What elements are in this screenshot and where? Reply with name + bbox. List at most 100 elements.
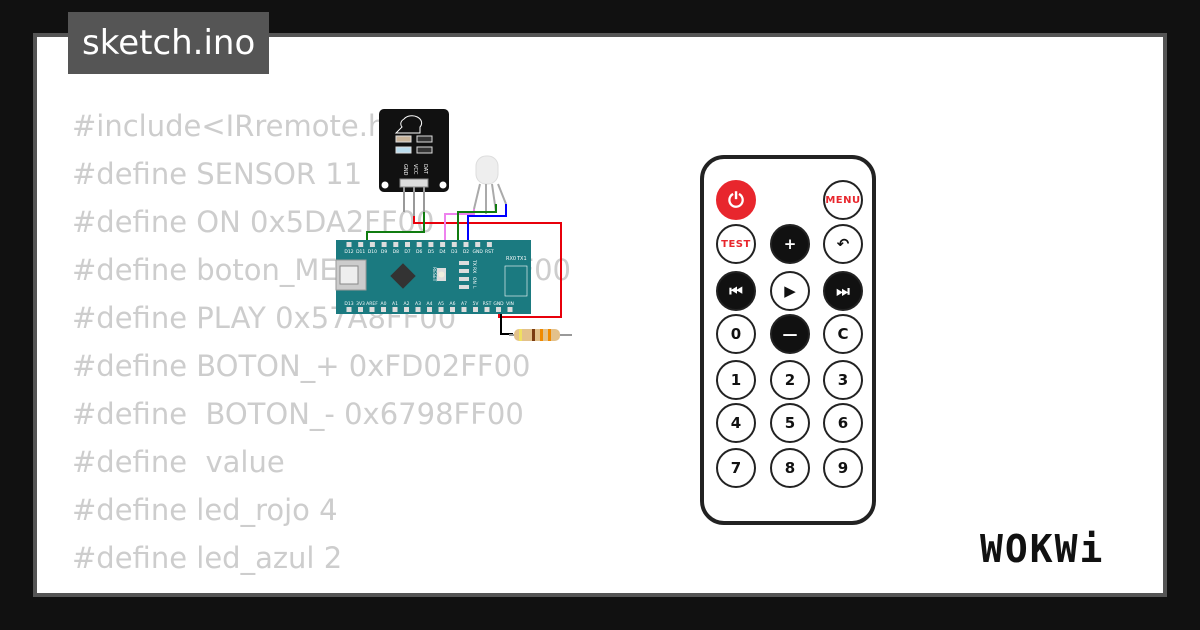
pin-label: D2 <box>463 249 469 255</box>
pin-label: A2 <box>404 301 410 307</box>
remote-button-4[interactable]: 4 <box>716 403 756 443</box>
pin[interactable] <box>475 242 481 247</box>
button-label: — <box>782 325 798 343</box>
label-tx1: TX1 <box>516 256 527 262</box>
pin[interactable] <box>461 307 467 312</box>
remote-button-9[interactable]: 9 <box>823 448 863 488</box>
pin-label: RST <box>483 301 492 307</box>
pin[interactable] <box>427 307 432 312</box>
button-label: 8 <box>784 459 796 477</box>
resistor[interactable] <box>509 329 572 341</box>
button-label: 7 <box>730 459 742 477</box>
remote-button-menu[interactable]: MENU <box>823 180 863 220</box>
pin[interactable] <box>346 242 352 247</box>
button-label: 4 <box>730 414 742 432</box>
button-label: 0 <box>730 325 742 343</box>
remote-button-play[interactable]: ▶ <box>770 271 810 311</box>
pin[interactable] <box>404 307 409 312</box>
pin[interactable] <box>463 242 469 247</box>
pin[interactable] <box>438 307 444 312</box>
remote-button-c[interactable]: C <box>823 314 863 354</box>
pin-label: 5V <box>473 301 480 307</box>
code-line: #define value <box>72 445 285 479</box>
remote-button-8[interactable]: 8 <box>770 448 810 488</box>
pin-label: D4 <box>439 249 445 255</box>
pin-label: D5 <box>428 249 434 255</box>
pin[interactable] <box>381 307 386 312</box>
button-label: TEST <box>721 238 751 250</box>
pin-label: VCC <box>412 164 418 175</box>
pin[interactable] <box>440 242 446 247</box>
pin-label: D12 <box>344 249 353 255</box>
pin-label: GND <box>473 249 484 255</box>
remote-button-back[interactable]: ↶ <box>823 224 863 264</box>
remote-button-2[interactable]: 2 <box>770 360 810 400</box>
pin[interactable] <box>451 242 457 247</box>
pin[interactable] <box>393 242 399 247</box>
ir-receiver-module[interactable]: GND VCC DAT <box>379 109 449 216</box>
pin[interactable] <box>450 307 455 312</box>
button-label: 9 <box>837 459 849 477</box>
pin[interactable] <box>358 242 364 247</box>
pin[interactable] <box>486 242 492 247</box>
pin[interactable] <box>496 307 501 312</box>
pin[interactable] <box>416 242 422 247</box>
code-line: #define led_azul 2 <box>72 541 343 575</box>
button-label: 3 <box>837 371 849 389</box>
label-l: L <box>471 286 477 289</box>
pin-label: A0 <box>381 301 387 307</box>
pin-label: D9 <box>381 249 387 255</box>
pin[interactable] <box>369 242 375 247</box>
label-rx0: RX0 <box>506 256 516 262</box>
pin[interactable] <box>484 307 490 312</box>
wokwi-logo: WOKWi <box>980 527 1105 571</box>
remote-button-+[interactable]: + <box>770 224 810 264</box>
remote-button-test[interactable]: TEST <box>716 224 756 264</box>
remote-button-1[interactable]: 1 <box>716 360 756 400</box>
pin[interactable] <box>415 307 421 312</box>
code-line: #define BOTON_+ 0xFD02FF00 <box>72 349 531 383</box>
pin[interactable] <box>405 242 410 247</box>
pin-label: D10 <box>368 249 377 255</box>
pin-label: D3 <box>451 249 457 255</box>
remote-button-next[interactable]: ⏭ <box>823 271 863 311</box>
pin[interactable] <box>428 242 434 247</box>
pin-label: A7 <box>461 301 467 307</box>
remote-button-6[interactable]: 6 <box>823 403 863 443</box>
pin-label: A5 <box>438 301 444 307</box>
play-icon: ▶ <box>784 282 796 300</box>
button-label: C <box>837 325 849 343</box>
pin[interactable] <box>381 242 387 247</box>
remote-button-7[interactable]: 7 <box>716 448 756 488</box>
pin-label: AREF <box>366 301 378 307</box>
pin-label: GND <box>402 164 408 176</box>
remote-button-—[interactable]: — <box>770 314 810 354</box>
next-icon: ⏭ <box>836 282 850 300</box>
remote-button-previous[interactable]: ⏮ <box>716 271 756 311</box>
remote-button-3[interactable]: 3 <box>823 360 863 400</box>
pin-label: D8 <box>393 249 399 255</box>
pin[interactable] <box>392 307 398 312</box>
remote-button-5[interactable]: 5 <box>770 403 810 443</box>
code-line: #define SENSOR 11 <box>72 157 363 191</box>
previous-icon: ⏮ <box>729 282 743 300</box>
pin[interactable] <box>507 307 513 312</box>
remote-button-power[interactable]: ⏻ <box>716 180 756 220</box>
pin-label: A6 <box>450 301 456 307</box>
label-on: ON <box>471 277 477 284</box>
pin-label: VIN <box>506 301 514 307</box>
remote-button-0[interactable]: 0 <box>716 314 756 354</box>
sketch-title: sketch.ino <box>68 12 270 74</box>
pin[interactable] <box>369 307 375 312</box>
back-icon: ↶ <box>836 235 850 253</box>
code-preview: #include<IRremote.h>#define SENSOR 11#de… <box>72 102 571 593</box>
rgb-led[interactable] <box>473 155 507 214</box>
code-line: #define led_rojo 4 <box>72 493 338 527</box>
button-label: 2 <box>784 371 796 389</box>
pin[interactable] <box>473 307 478 312</box>
pin[interactable] <box>346 307 352 312</box>
pin[interactable] <box>358 307 363 312</box>
pin-label: D6 <box>416 249 422 255</box>
